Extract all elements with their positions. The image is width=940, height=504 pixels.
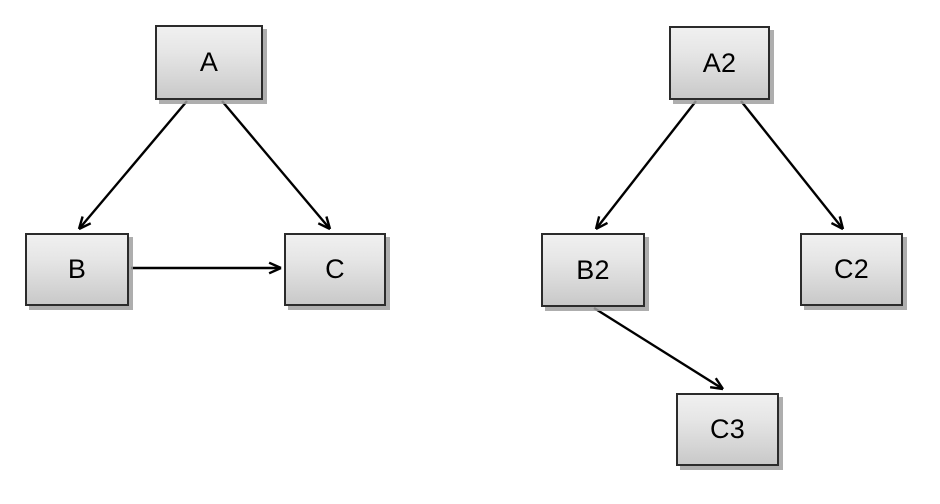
- edge-a2-c2: [740, 100, 845, 231]
- node-c3[interactable]: C3: [676, 393, 779, 466]
- edge-a-c: [221, 100, 332, 231]
- edge-b-c: [131, 261, 282, 275]
- node-label: B: [67, 254, 87, 284]
- edge-b2-c3: [593, 306, 724, 391]
- node-label: C2: [834, 254, 869, 284]
- node-b2[interactable]: B2: [541, 233, 645, 307]
- node-label: C3: [710, 414, 745, 444]
- node-c2[interactable]: C2: [800, 233, 903, 306]
- node-label: A: [199, 47, 219, 77]
- edge-a-b: [77, 100, 188, 231]
- node-label: C: [325, 254, 345, 284]
- node-label: A2: [702, 47, 737, 78]
- node-label: B2: [576, 254, 610, 285]
- edge-a2-b2: [594, 100, 697, 231]
- node-a[interactable]: A: [155, 25, 263, 100]
- node-a2[interactable]: A2: [669, 26, 770, 100]
- node-b[interactable]: B: [25, 233, 129, 306]
- node-c[interactable]: C: [284, 233, 386, 306]
